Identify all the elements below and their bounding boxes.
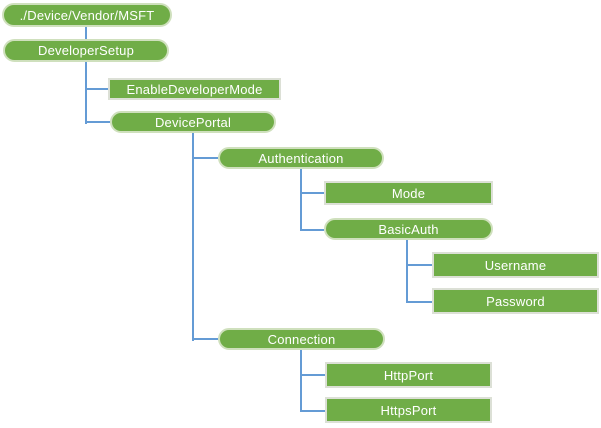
node-https-port: HttpsPort (325, 397, 492, 423)
connector-segment (192, 338, 218, 340)
connector-segment (300, 374, 325, 376)
connector-segment (300, 229, 324, 231)
connector-segment (300, 350, 302, 412)
node-developer-setup: DeveloperSetup (3, 39, 169, 62)
connector-segment (192, 157, 218, 159)
node-username: Username (432, 252, 599, 278)
node-device-portal: DevicePortal (110, 111, 276, 133)
node-authentication: Authentication (218, 147, 384, 169)
node-mode: Mode (324, 181, 493, 205)
connector-segment (406, 240, 408, 303)
node-enable-developer-mode: EnableDeveloperMode (108, 78, 281, 100)
connector-segment (85, 88, 108, 90)
node-basic-auth: BasicAuth (324, 218, 493, 240)
connector-segment (85, 26, 87, 40)
connector-segment (192, 133, 194, 341)
node-http-port: HttpPort (325, 362, 492, 388)
connector-segment (85, 62, 87, 124)
node-root: ./Device/Vendor/MSFT (2, 3, 172, 27)
connector-segment (300, 168, 302, 231)
node-connection: Connection (218, 328, 385, 350)
connector-segment (300, 192, 324, 194)
connector-segment (300, 410, 325, 412)
connector-segment (406, 264, 432, 266)
connector-segment (85, 121, 110, 123)
connector-segment (406, 301, 432, 303)
node-password: Password (432, 288, 599, 314)
